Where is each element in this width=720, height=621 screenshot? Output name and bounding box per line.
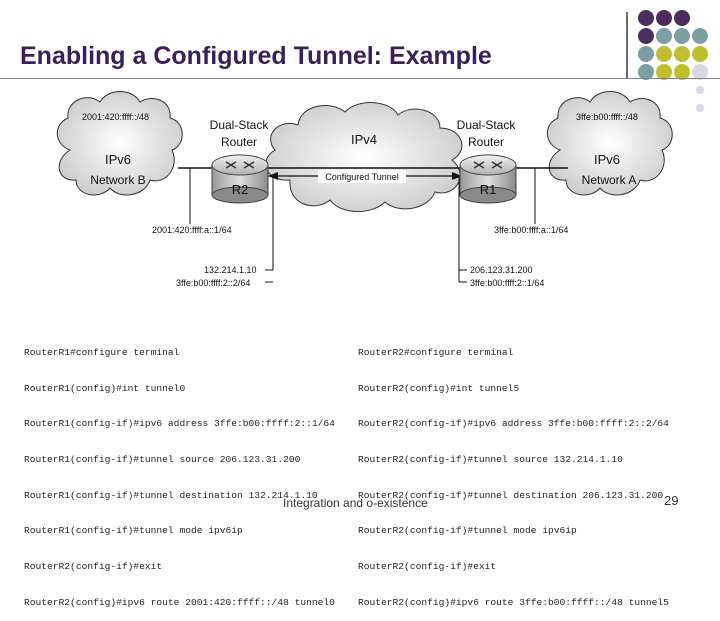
ipv6-network-b-cloud [56,91,183,196]
network-b-prefix: 2001:420:ffff::/48 [82,112,149,122]
config-line: RouterR1(config-if)#ipv6 address 3ffe:b0… [24,418,335,430]
config-line: RouterR2(config-if)#exit [24,561,163,573]
router-r2-ipv6-address: 2001:420:ffff:a::1/64 [152,225,232,235]
decorative-dot [656,28,672,44]
decorative-dot [638,64,654,80]
config-line: RouterR2(config)#int tunnel5 [358,382,520,394]
config-line: RouterR2#configure terminal [358,346,514,358]
config-line: RouterR2(config-if)#exit [358,561,497,573]
footer-text: Integration and o-existence [283,496,428,510]
router-r1-ipv4-address: 206.123.31.200 [470,265,533,275]
config-line: RouterR2(config)#ipv6 route 3ffe:b00:fff… [358,596,669,608]
decorative-dot [674,10,690,26]
network-a-label-line2: Network A [582,173,637,187]
decorative-dot-grid [638,10,708,112]
config-line: RouterR1(config-if)#tunnel destination 1… [24,489,318,501]
router-r1-config-block: RouterR1#configure terminal RouterR1(con… [24,323,335,621]
router-r1-label-line1: Dual-Stack [457,118,517,132]
router-r1-icon [459,154,517,204]
slide-title: Enabling a Configured Tunnel: Example [20,42,492,70]
ipv4-cloud-label: IPv4 [351,132,377,147]
router-r2-ipv4-address: 132.214.1.10 [204,265,257,275]
router-r1-tunnel-address: 3ffe:b00:ffff:2::1/64 [470,278,544,288]
decorative-dot [674,64,690,80]
decorative-dot [692,64,708,80]
decorative-dot [692,46,708,62]
config-line: RouterR2(config)#ipv6 route 2001:420:fff… [24,596,335,608]
config-line: RouterR2(config-if)#tunnel mode ipv6ip [358,525,577,537]
config-line: RouterR1(config-if)#tunnel source 206.12… [24,453,301,465]
tunnel-label-bg [318,170,406,183]
config-line: RouterR2(config-if)#tunnel source 132.21… [358,453,623,465]
decorative-dot [656,10,672,26]
router-r2-tunnel-address: 3ffe:b00:ffff:2::2/64 [176,278,250,288]
header-horizontal-rule [0,78,720,79]
tunnel-arrow-right [452,172,462,180]
tunnel-diagram: IPv6 Network B 2001:420:ffff::/48 IPv6 N… [56,91,673,288]
router-r2-config-block: RouterR2#configure terminal RouterR2(con… [358,323,669,621]
config-line: RouterR1(config-if)#tunnel mode ipv6ip [24,525,243,537]
header-vertical-rule [626,12,628,78]
decorative-dot [696,86,704,94]
router-r2-name: R2 [232,182,249,197]
ipv4-cloud [265,102,463,213]
decorative-dot [638,10,654,26]
router-r1-ipv6-address: 3ffe:b00:ffff:a::1/64 [494,225,568,235]
router-r2-label-line1: Dual-Stack [210,118,270,132]
decorative-dot [656,64,672,80]
config-line: RouterR1#configure terminal [24,346,180,358]
router-r1-name: R1 [480,182,497,197]
decorative-dot [674,46,690,62]
decorative-dot [674,28,690,44]
ipv6-network-a-cloud [546,91,673,196]
network-b-label-line2: Network B [90,173,145,187]
tunnel-label: Configured Tunnel [325,172,399,182]
decorative-dot [656,46,672,62]
decorative-dot [696,104,704,112]
router-r1-label-line2: Router [468,135,504,149]
network-a-label-line1: IPv6 [594,152,620,167]
network-b-label-line1: IPv6 [105,152,131,167]
router-r2-icon [211,154,269,204]
decorative-dot [638,46,654,62]
config-line: RouterR2(config-if)#tunnel destination 2… [358,489,664,501]
decorative-dot [692,28,708,44]
page-number: 29 [664,493,679,508]
decorative-dot [638,28,654,44]
config-line: RouterR1(config)#int tunnel0 [24,382,186,394]
router-r2-label-line2: Router [221,135,257,149]
config-line: RouterR2(config-if)#ipv6 address 3ffe:b0… [358,418,669,430]
network-a-prefix: 3ffe:b00:ffff::/48 [576,112,638,122]
